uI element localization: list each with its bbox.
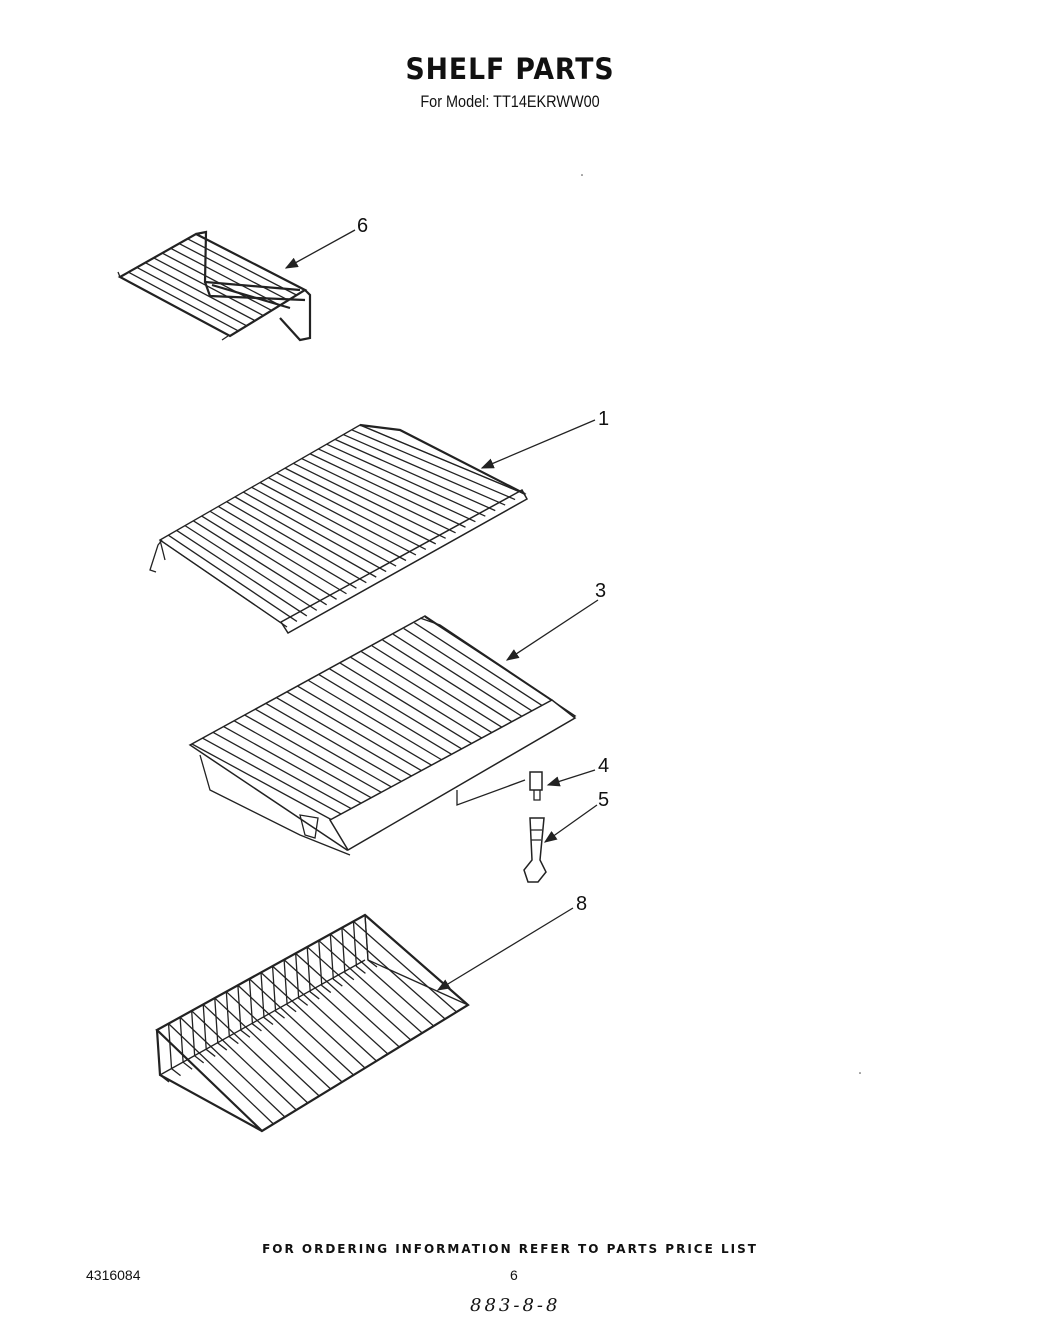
model-subtitle: For Model: TT14EKRWW00 xyxy=(420,92,600,111)
document-number: 4316084 xyxy=(86,1267,141,1283)
callout-1: 1 xyxy=(598,408,609,430)
callout-6: 6 xyxy=(357,215,368,237)
arrow-part-4 xyxy=(546,769,596,787)
page-title: SHELF PARTS xyxy=(405,52,615,86)
part-3-framed-shelf xyxy=(188,615,577,856)
page-number: 6 xyxy=(510,1267,518,1283)
ordering-note: FOR ORDERING INFORMATION REFER TO PARTS … xyxy=(262,1242,758,1256)
callout-4: 4 xyxy=(598,755,609,777)
callout-8: 8 xyxy=(576,893,587,915)
handwritten-code: 883-8-8 xyxy=(470,1295,561,1316)
arrow-part-3 xyxy=(505,599,599,661)
arrow-part-6 xyxy=(284,229,356,269)
arrow-part-8 xyxy=(436,907,574,991)
arrow-part-1 xyxy=(480,419,596,469)
part-1-wire-shelf xyxy=(149,423,529,635)
callout-5: 5 xyxy=(598,789,609,811)
part-8-wire-basket xyxy=(155,913,470,1133)
callout-3: 3 xyxy=(595,580,606,602)
part-4-clip xyxy=(456,771,543,806)
arrow-part-5 xyxy=(543,804,598,843)
part-6-wire-rack xyxy=(117,230,312,342)
part-5-leg xyxy=(523,817,547,883)
